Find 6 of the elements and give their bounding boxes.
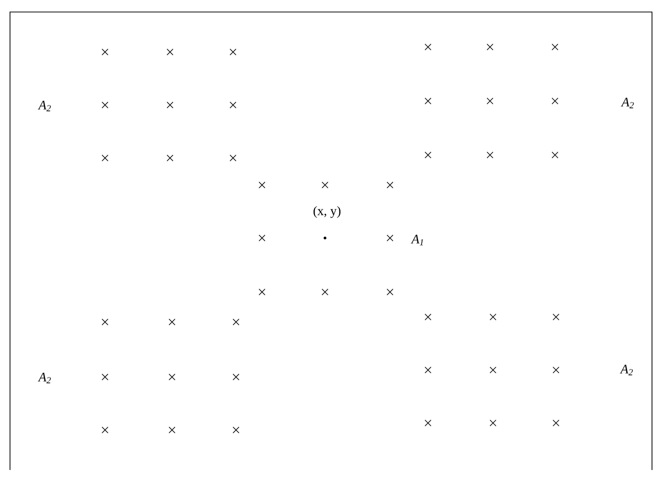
- label: A$_{2}$: [38, 100, 51, 112]
- label: A$_{2}$: [38, 372, 51, 384]
- label: A$_{2}$: [620, 98, 634, 108]
- label: A$_{1}$: [410, 234, 423, 246]
- label: A$_{2}$: [620, 364, 633, 376]
- label: (x, y): [314, 206, 340, 218]
